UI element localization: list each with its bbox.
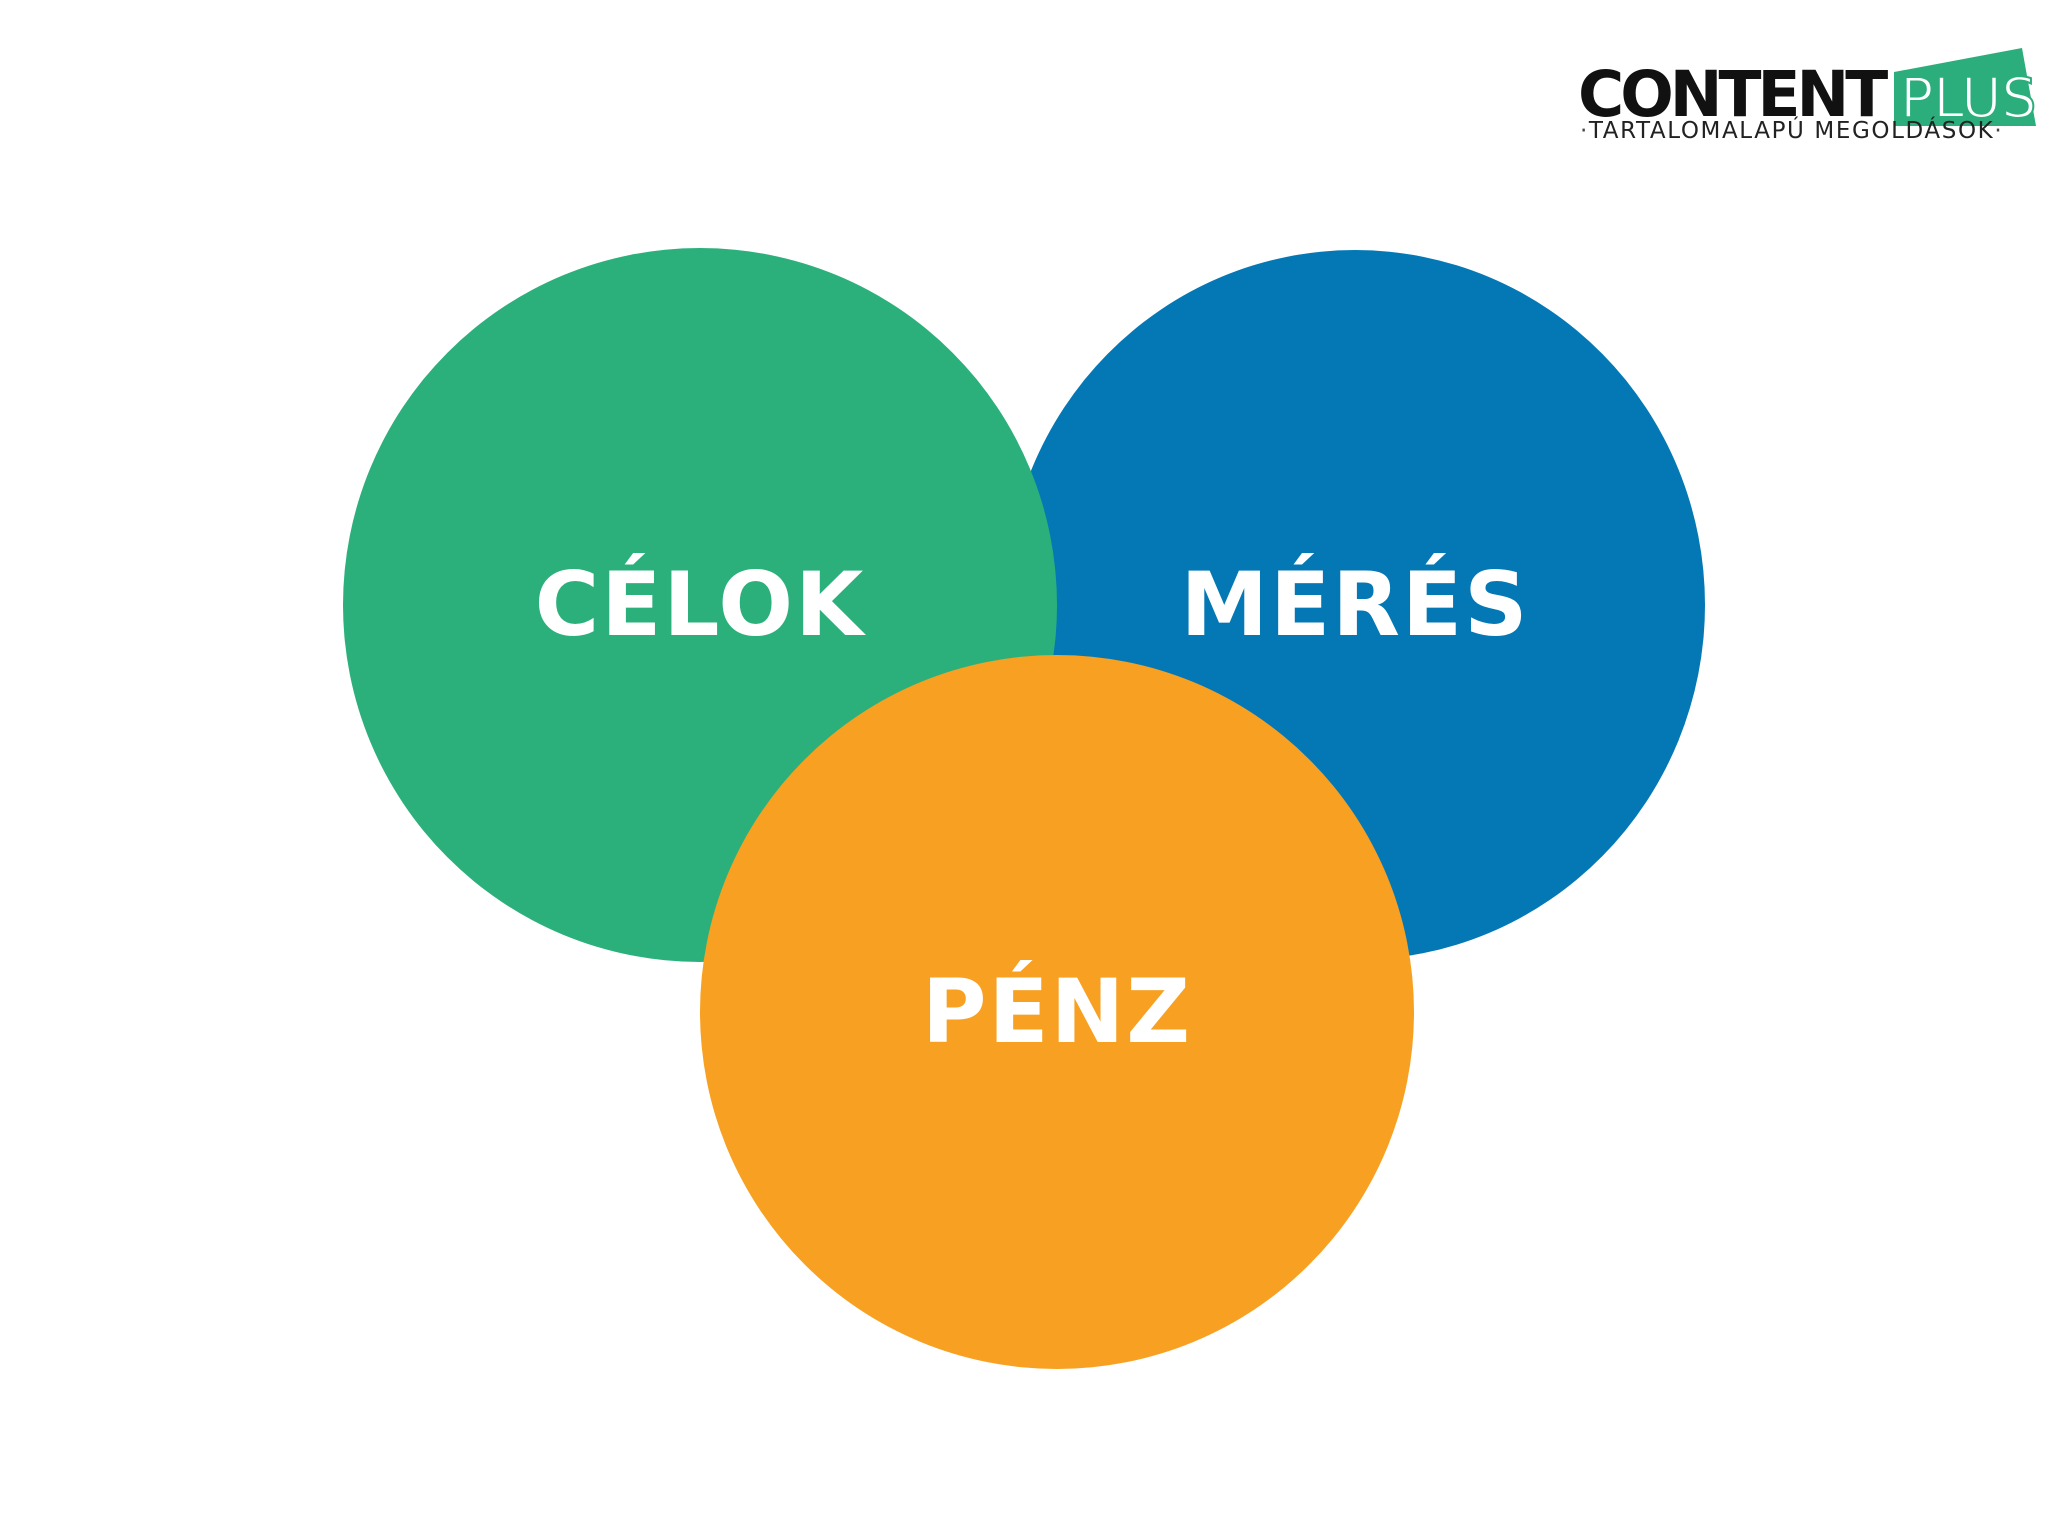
content-plus-logo: CONTENT PLUS ·TARTALOMALAPÚ MEGOLDÁSOK· (1578, 20, 2037, 150)
logo-plus-badge: PLUS (1894, 46, 2037, 130)
logo-brand-main: CONTENT (1578, 58, 1888, 131)
circle-label-meres: MÉRÉS (1180, 553, 1530, 656)
circle-label-penz: PÉNZ (921, 960, 1193, 1063)
circle-label-celok: CÉLOK (534, 553, 866, 656)
circle-penz: PÉNZ (700, 655, 1414, 1369)
logo-brand-accent: PLUS (1899, 66, 2037, 130)
logo-accent-shape (1894, 48, 2037, 126)
logo-tagline: TARTALOMALAPÚ MEGOLDÁSOK (1588, 118, 1995, 144)
logo-wordmark: CONTENT PLUS (1578, 46, 2037, 131)
logo-tagline-row: ·TARTALOMALAPÚ MEGOLDÁSOK· (1580, 118, 2004, 144)
